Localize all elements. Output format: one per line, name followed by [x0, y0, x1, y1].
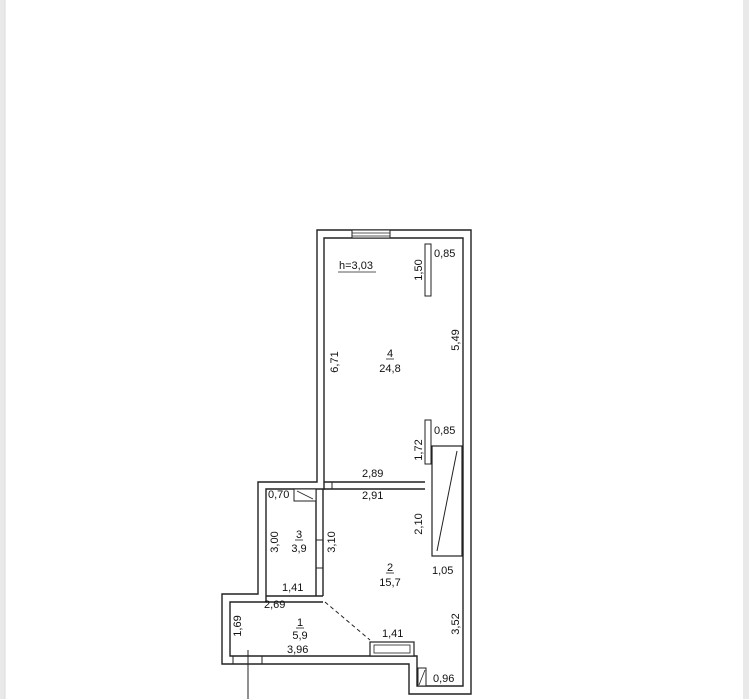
dim-label: 0,96	[433, 673, 454, 685]
partition-4-2	[324, 481, 425, 490]
room-area: 15,7	[379, 577, 400, 589]
room-area: 3,9	[291, 543, 306, 555]
dim-label: 0,70	[268, 489, 289, 501]
partition-stub-mid	[424, 419, 432, 465]
fixture-bottom	[369, 641, 415, 657]
partition-3-2	[315, 489, 324, 596]
room-number: 2	[387, 562, 393, 574]
room-number: 1	[297, 617, 303, 629]
room-area: 5,9	[292, 630, 307, 642]
room-2-label: 2 15,7	[379, 562, 400, 589]
entrance	[232, 650, 263, 699]
dim-label: 2,69	[264, 599, 285, 611]
dim-label: 3,96	[287, 644, 308, 656]
dim-label: 2,91	[362, 490, 383, 502]
room-4-label: 4 24,8	[379, 348, 400, 375]
dim-label: 1,05	[432, 565, 453, 577]
dim-label: 6,71	[329, 351, 341, 372]
room-number: 4	[387, 348, 393, 360]
room-boundary-dashed	[324, 601, 371, 641]
room-1-label: 1 5,9	[292, 617, 307, 642]
dim-label: 2,10	[413, 513, 425, 534]
dim-label: 1,72	[413, 439, 425, 460]
room-3-label: 3 3,9	[291, 529, 306, 555]
dim-label: 3,10	[326, 531, 338, 552]
dim-label: 0,85	[434, 425, 455, 437]
partition-3-1	[266, 595, 323, 603]
window	[351, 229, 391, 239]
dim-label: 2,89	[362, 468, 383, 480]
dim-label: 1,69	[232, 615, 244, 636]
dim-label: 5,49	[450, 329, 462, 350]
dim-label: 1,41	[382, 628, 403, 640]
dim-label: 3,52	[450, 613, 462, 634]
small-box-bottom-right	[417, 667, 427, 687]
room-area: 24,8	[379, 363, 400, 375]
small-niche	[293, 488, 317, 502]
partition-stub-top	[424, 243, 432, 297]
dim-label: 1,41	[282, 582, 303, 594]
dim-label: 0,85	[434, 248, 455, 260]
room-number: 3	[296, 529, 302, 541]
inner-wall	[229, 237, 464, 687]
ceiling-height-label: h=3,03	[339, 260, 373, 272]
floor-plan-sheet	[5, 0, 743, 699]
outer-wall	[221, 229, 472, 695]
vent-shaft	[431, 445, 463, 557]
dim-label: 1,50	[413, 259, 425, 280]
dim-label: 3,00	[269, 531, 281, 552]
